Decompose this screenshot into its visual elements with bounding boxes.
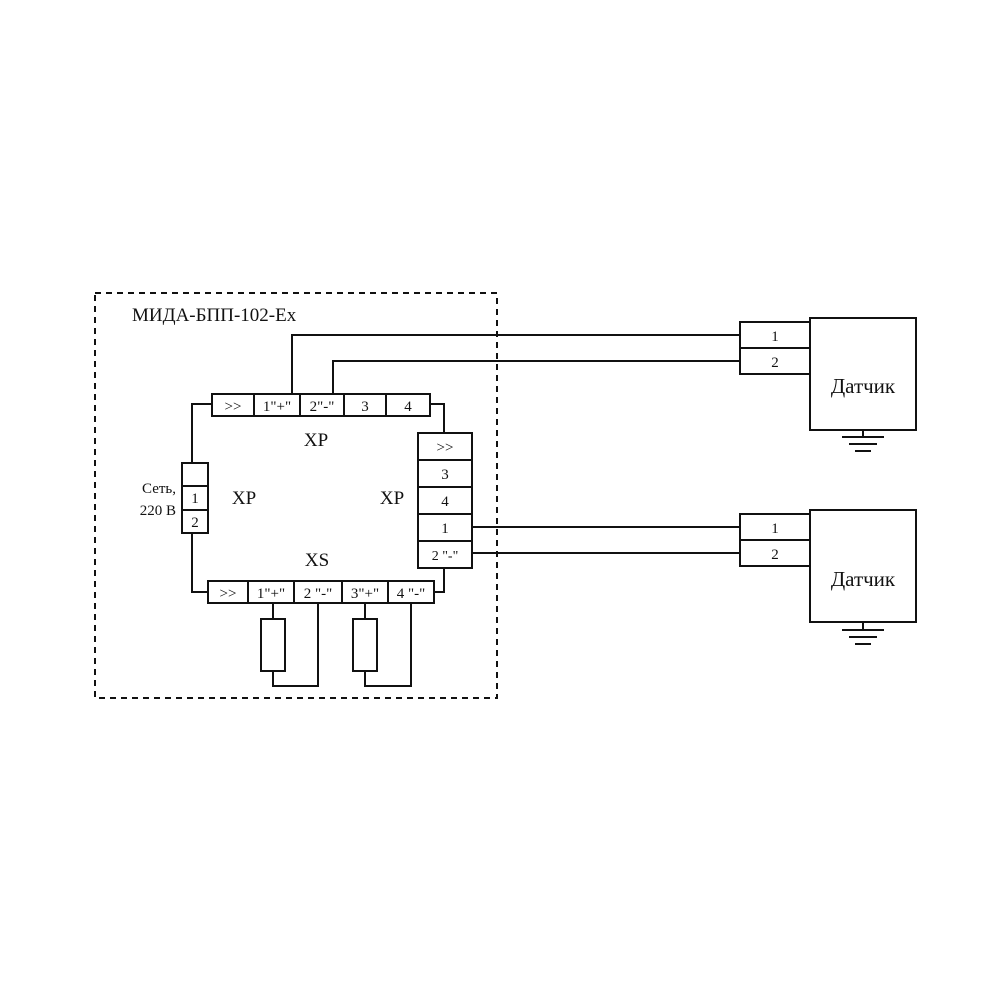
mains-voltage: 220 В bbox=[140, 503, 176, 519]
sensor-2-name: Датчик bbox=[831, 567, 896, 591]
sensor-1: 1 2 Датчик bbox=[739, 317, 917, 452]
bottom-pin-label: 3"+" bbox=[351, 586, 379, 602]
ground-icon bbox=[842, 622, 884, 645]
resistor-icon bbox=[352, 618, 378, 672]
right-connector-label: XP bbox=[380, 488, 404, 509]
top-pin-label: 2"-" bbox=[310, 399, 335, 415]
bottom-connector: >> 1"+" 2 "-" 3"+" 4 "-" XS bbox=[207, 550, 435, 604]
top-pin-label: >> bbox=[225, 399, 242, 415]
bottom-pin-label: >> bbox=[220, 586, 237, 602]
right-pin-label: 4 bbox=[441, 494, 449, 510]
left-pin-label: 1 bbox=[191, 491, 199, 507]
mains-label: Сеть, bbox=[142, 481, 176, 497]
left-connector: 1 2 XP Сеть, 220 В bbox=[140, 462, 256, 534]
right-pin-label: 1 bbox=[441, 521, 449, 537]
bottom-connector-body bbox=[207, 580, 435, 604]
sensor-2-body bbox=[809, 509, 917, 623]
left-pin-label: 2 bbox=[191, 515, 199, 531]
right-connector-body bbox=[417, 432, 473, 569]
right-pin-label: 3 bbox=[441, 467, 449, 483]
top-pin-label: 4 bbox=[404, 399, 412, 415]
resistor-icon bbox=[260, 618, 286, 672]
top-connector-label: XP bbox=[304, 430, 328, 451]
bottom-connector-label: XS bbox=[305, 550, 329, 571]
cable-sensor-2 bbox=[472, 526, 740, 554]
top-connector-body bbox=[211, 393, 431, 417]
bottom-pin-label: 1"+" bbox=[257, 586, 285, 602]
load-resistor-1 bbox=[260, 603, 319, 687]
top-pin-label: 3 bbox=[361, 399, 369, 415]
internal-wiring bbox=[191, 403, 445, 593]
top-pin-label: 1"+" bbox=[263, 399, 291, 415]
top-connector: >> 1"+" 2"-" 3 4 XP bbox=[211, 393, 431, 451]
unit-enclosure bbox=[94, 292, 498, 699]
sensor-1-name: Датчик bbox=[831, 374, 896, 398]
sensor-pin-label: 2 bbox=[771, 547, 779, 563]
left-connector-label: XP bbox=[232, 488, 256, 509]
right-pin-label: 2 "-" bbox=[432, 549, 459, 564]
cable-sensor-1 bbox=[291, 334, 740, 394]
left-connector-body bbox=[181, 462, 209, 534]
sensor-2: 1 2 Датчик bbox=[739, 509, 917, 645]
unit-title: МИДА-БПП-102-Ex bbox=[132, 305, 297, 326]
sensor-pin-label: 1 bbox=[771, 329, 779, 345]
bottom-pin-label: 2 "-" bbox=[304, 586, 333, 602]
ground-icon bbox=[842, 430, 884, 452]
right-pin-label: >> bbox=[437, 440, 454, 456]
load-resistor-2 bbox=[352, 603, 412, 687]
sensor-pin-label: 2 bbox=[771, 355, 779, 371]
bottom-pin-label: 4 "-" bbox=[397, 586, 426, 602]
right-connector: >> 3 4 1 2 "-" XP bbox=[380, 432, 473, 569]
sensor-pin-label: 1 bbox=[771, 521, 779, 537]
